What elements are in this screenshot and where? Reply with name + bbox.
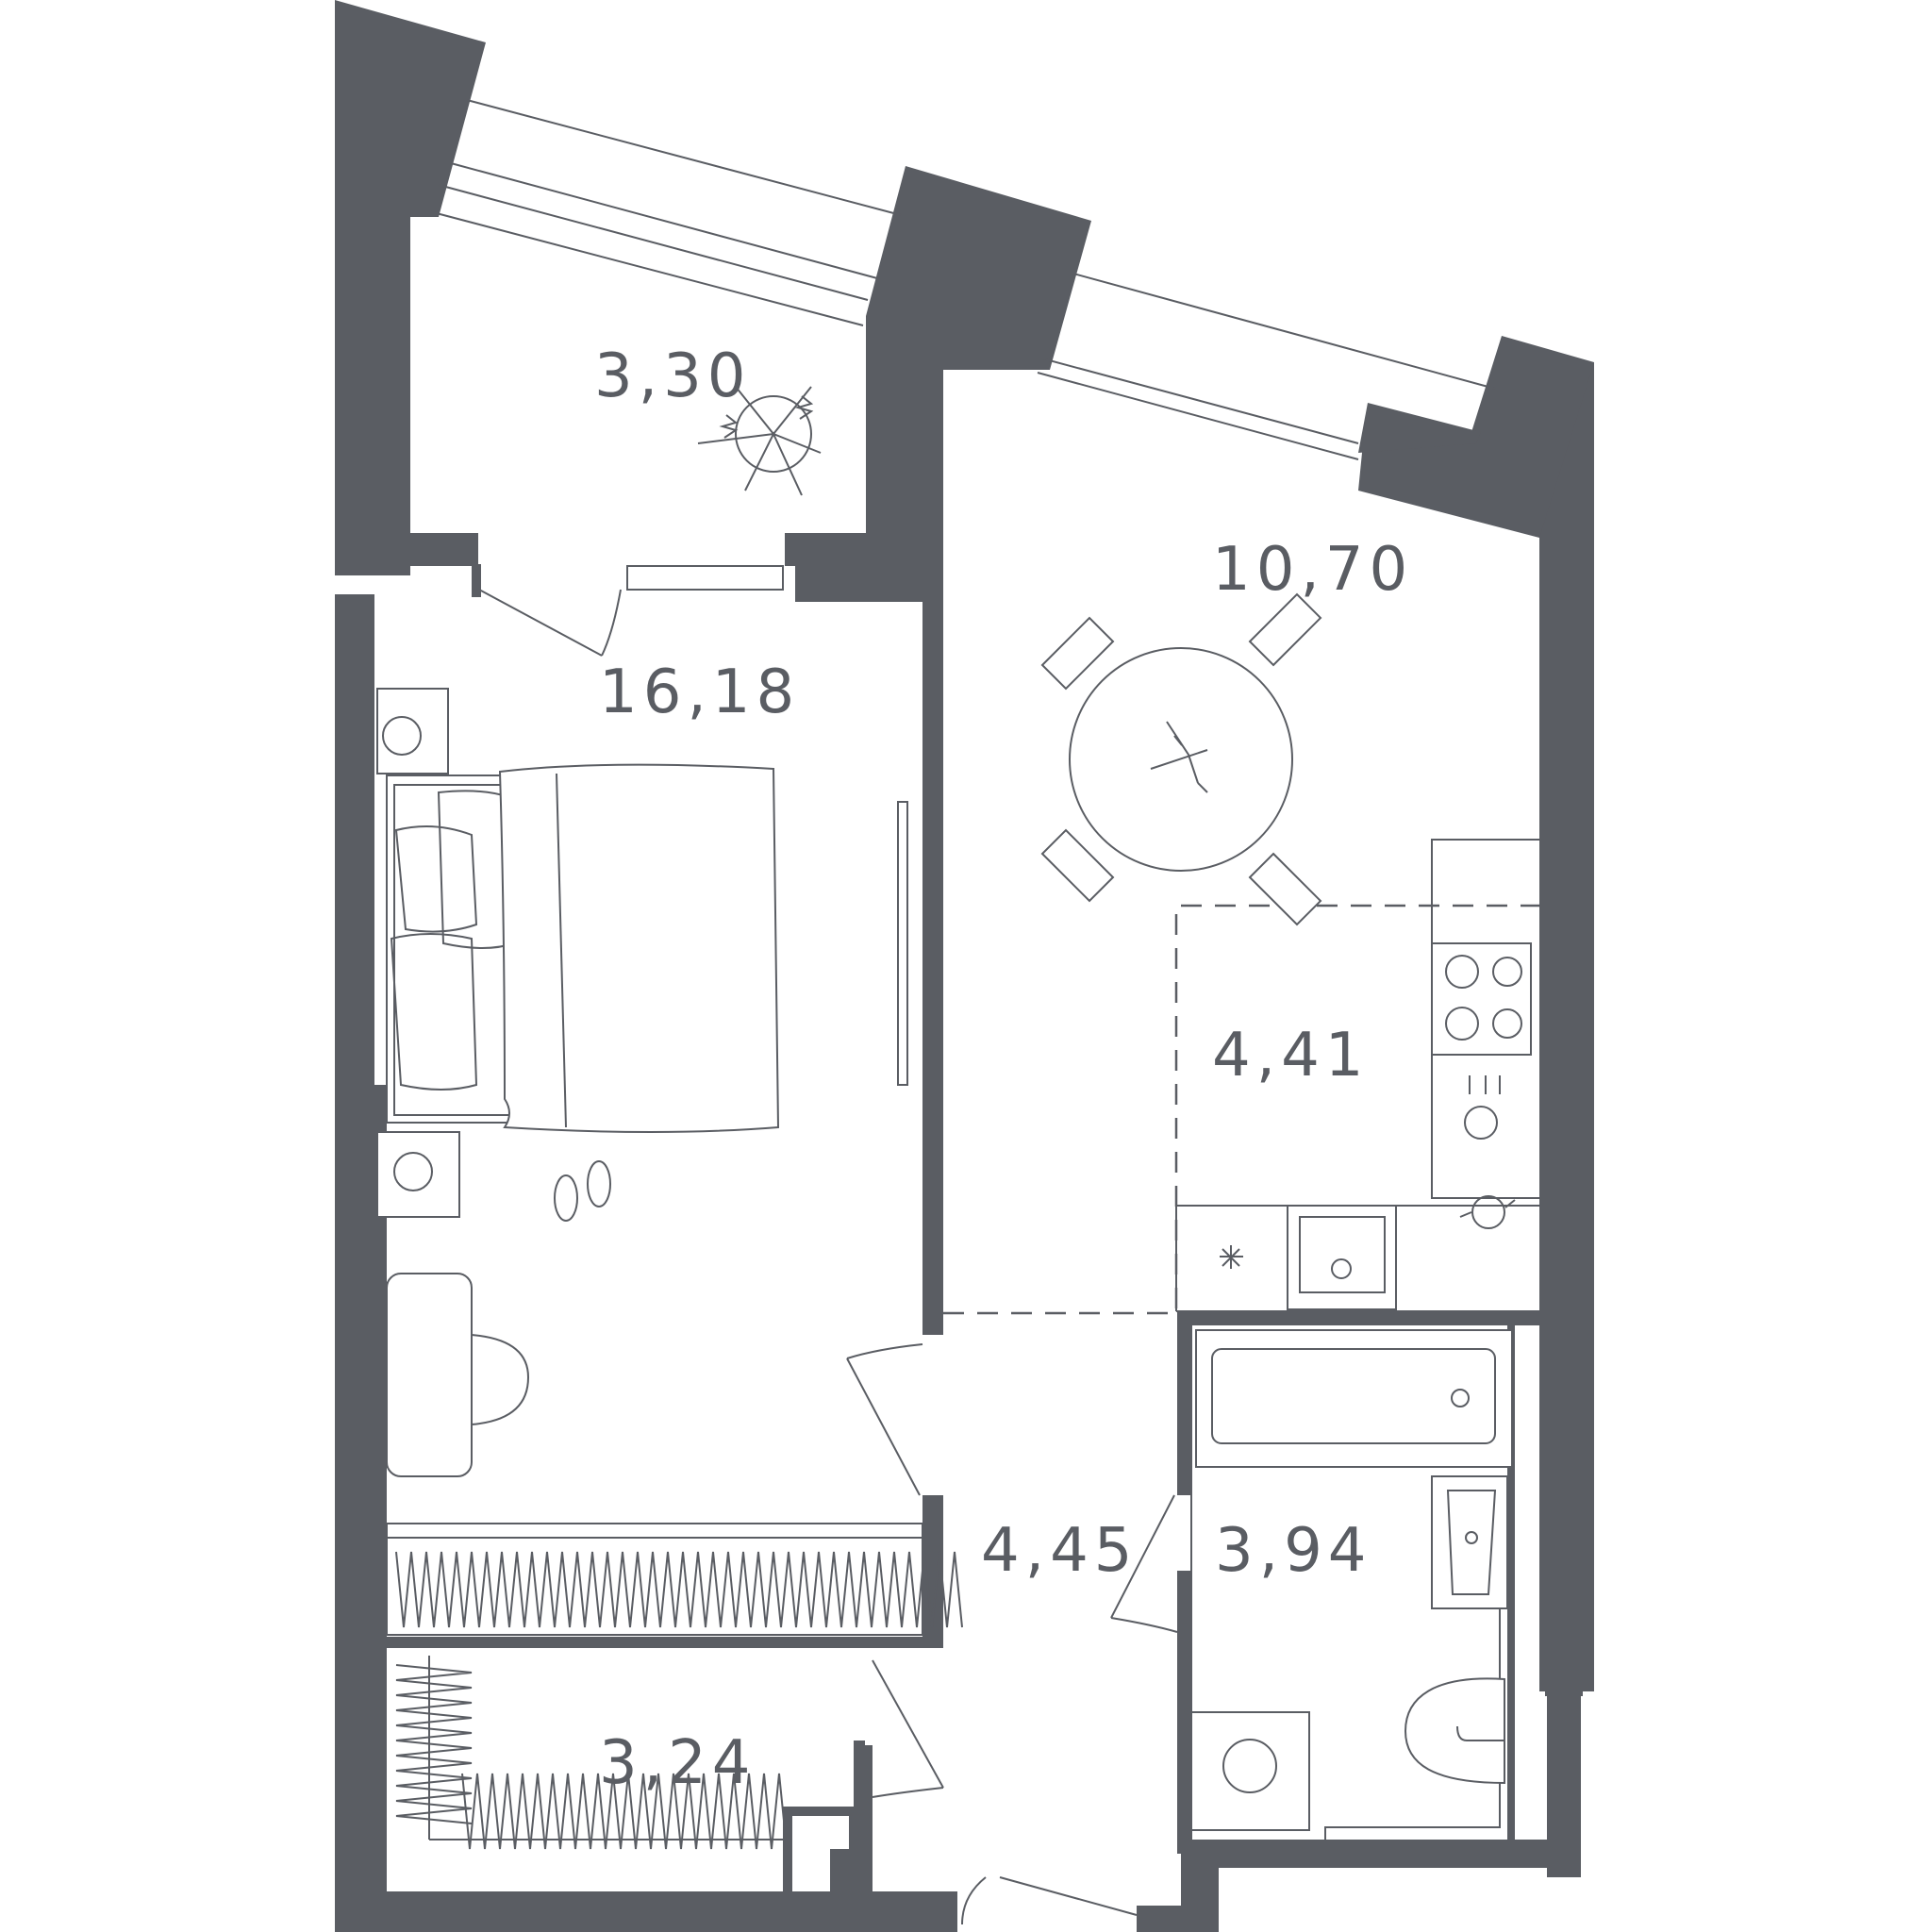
furniture — [376, 386, 1532, 1850]
bathtub-icon — [1195, 1329, 1513, 1468]
washbasin-icon — [1431, 1475, 1508, 1609]
kettle-icon — [1459, 1195, 1516, 1229]
bed — [386, 763, 780, 1133]
fridge-icon — [1220, 1245, 1243, 1269]
toilet-icon — [1404, 1677, 1505, 1785]
walk-in-wardrobe — [395, 1656, 788, 1850]
kitchen-zone-boundary — [943, 904, 1539, 1315]
plant-icon — [697, 386, 822, 496]
bedroom-wardrobe — [386, 1523, 963, 1636]
area-labels: 3,30 16,18 10,70 4,41 4,45 3,94 3,24 — [594, 341, 1413, 1798]
kitchen-area-label: 4,41 — [1212, 1021, 1370, 1091]
cooktop-icon — [1431, 942, 1532, 1056]
dining-table — [1040, 592, 1322, 926]
wardrobe-area-label: 3,24 — [599, 1728, 756, 1798]
dishwasher-icon — [1464, 1075, 1501, 1140]
bathroom-area-label: 3,94 — [1215, 1516, 1372, 1586]
doors — [478, 589, 1178, 1925]
windows — [428, 99, 1496, 460]
walls — [335, 0, 1594, 1932]
slippers-icon — [554, 1160, 611, 1222]
sink-icon — [1287, 1205, 1397, 1310]
balcony-area-label: 3,30 — [594, 341, 752, 411]
bedroom-area-label: 16,18 — [599, 658, 800, 727]
washing-machine-icon — [1190, 1711, 1310, 1831]
hallway-area-label: 4,45 — [981, 1516, 1139, 1586]
living-room-area-label: 10,70 — [1212, 535, 1413, 605]
